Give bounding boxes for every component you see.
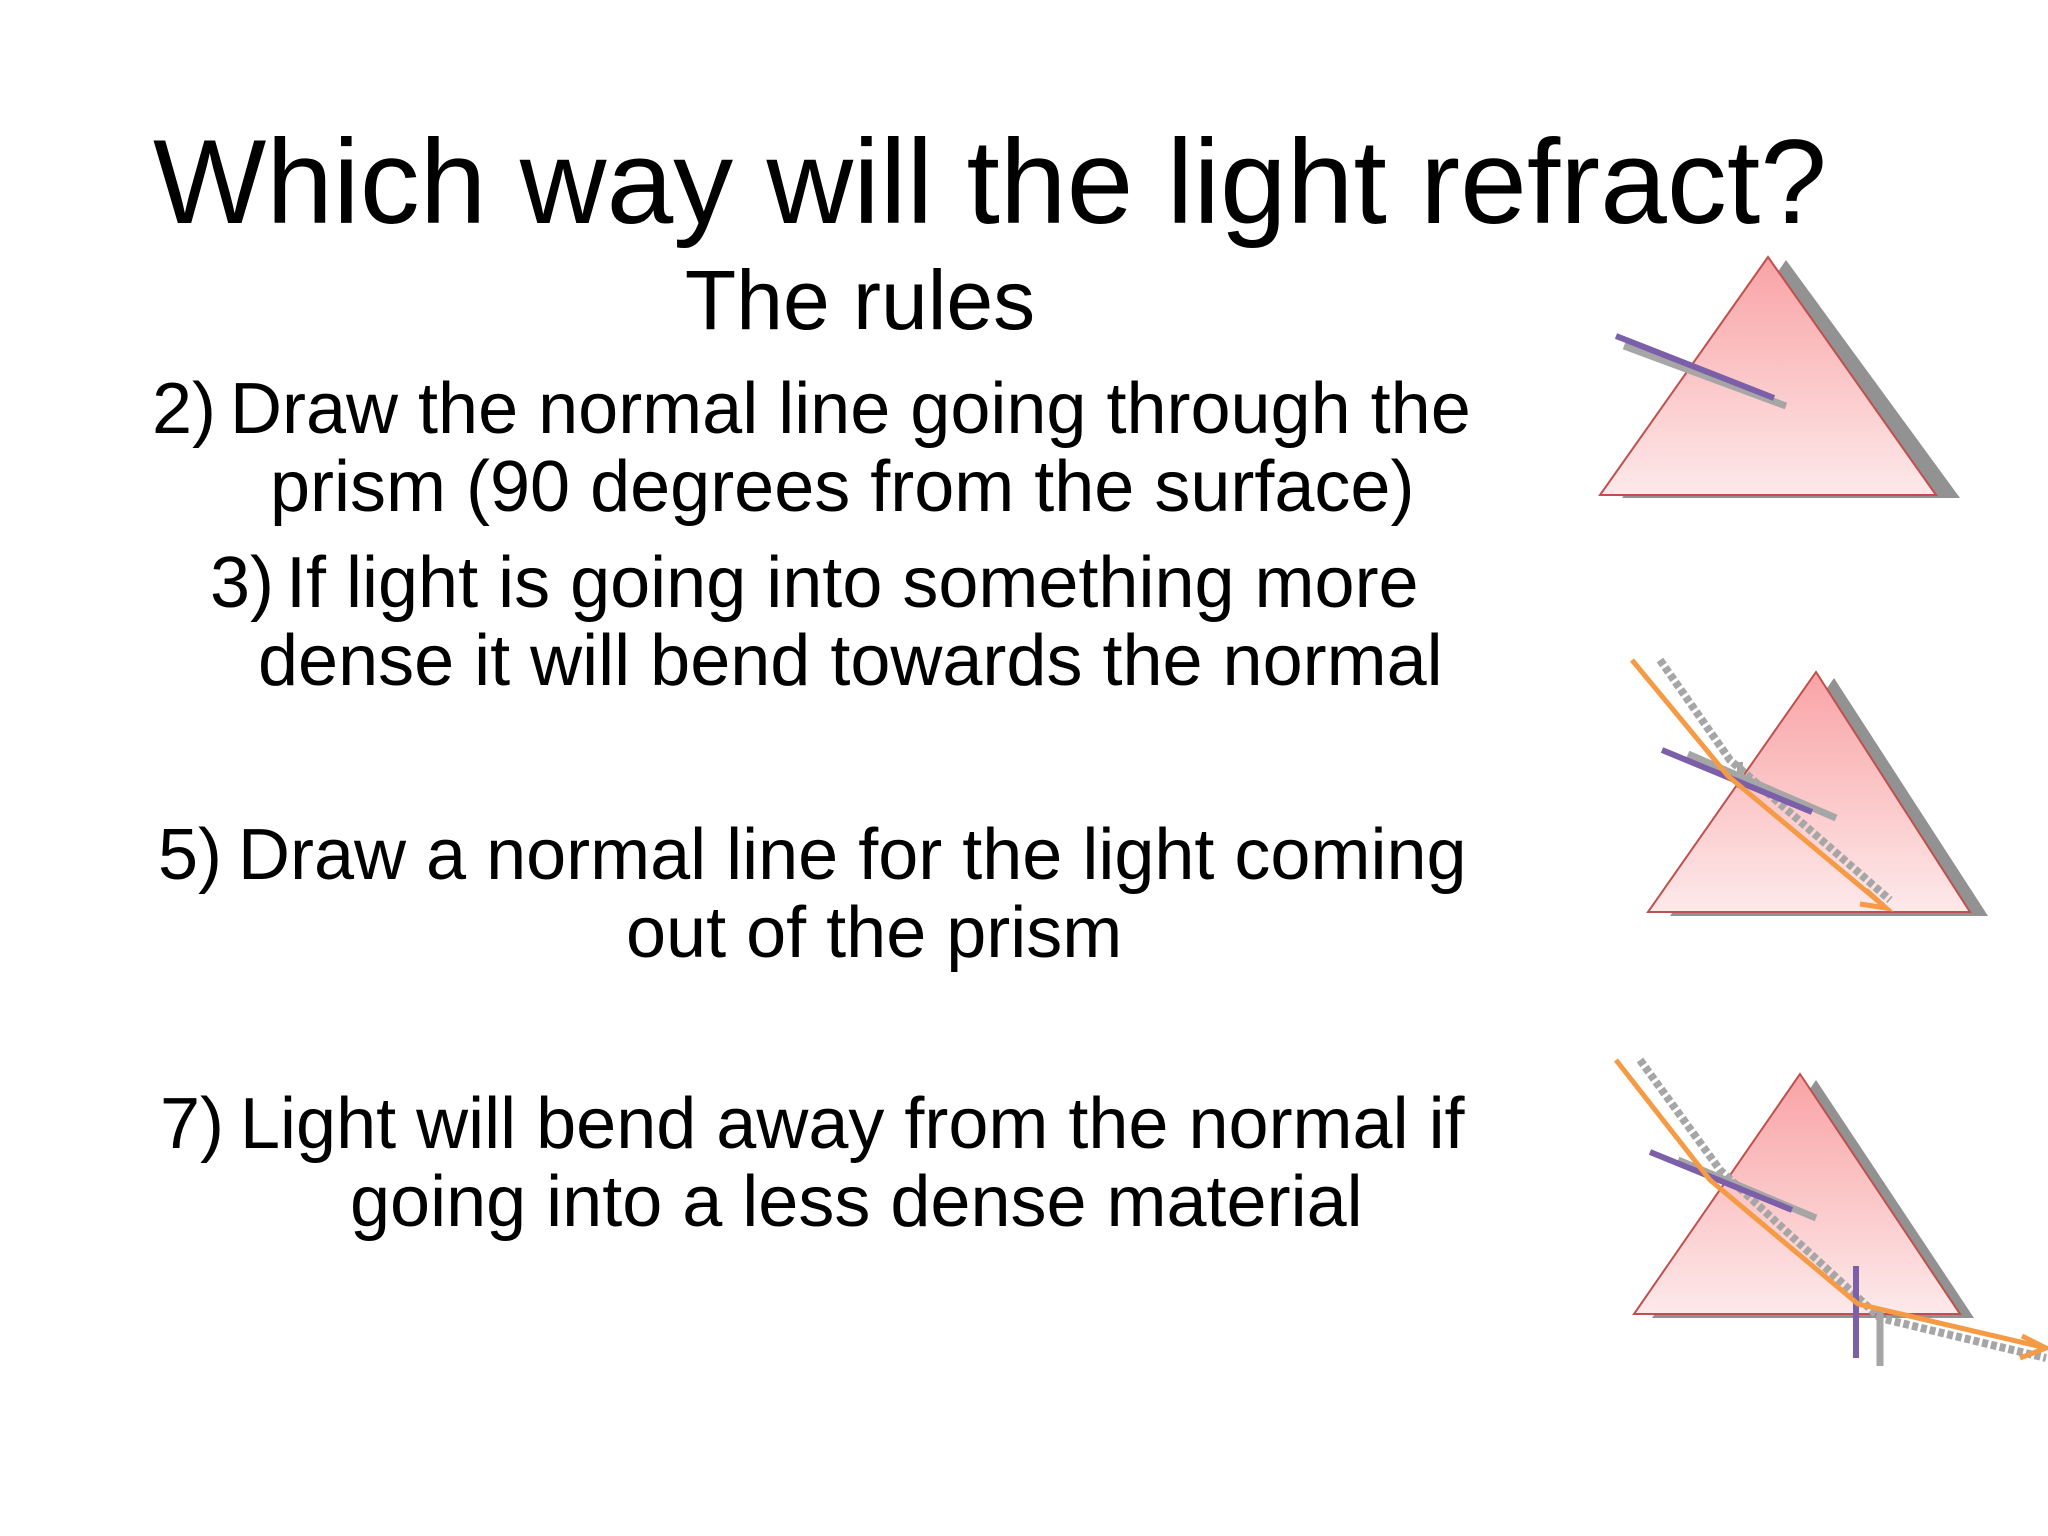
rule-line: prism (90 degrees from the surface) [270,447,1415,527]
ray-arrowhead [2019,1333,2048,1361]
rule-line: Draw the normal line going through the [230,369,1471,449]
normal-shadow [1686,750,1838,822]
rule-line: going into a less dense material [350,1162,1363,1242]
prism-diagrams [1590,240,2048,1390]
rule-line: If light is going into something more [286,543,1419,623]
ray-arrowhead [1859,888,1894,912]
slide-subtitle: The rules [684,253,1036,347]
rule-2: 2) Draw the normal line going through th… [0,370,1600,530]
rule-line: Light will bend away from the normal if [240,1084,1465,1164]
rule-number: 5) [158,815,223,895]
rule-number: 2) [152,369,217,449]
rule-7: 7) Light will bend away from the normal … [0,1085,1600,1245]
normal-line [1614,333,1776,401]
rule-line: out of the prism [626,893,1123,973]
ray-shadow [1636,1057,2047,1362]
rule-number: 7) [160,1084,225,1164]
light-ray [1630,658,1886,908]
rule-5: 5) Draw a normal line for the light comi… [0,816,1600,976]
prism-triangle [1646,670,1972,913]
prism-diagram-step-2 [1598,255,1960,498]
rule-3: 3) If light is going into something more… [0,544,1600,704]
rule-line: dense it will bend towards the normal [258,621,1443,701]
prism-triangle [1632,1072,1962,1315]
ray-shadow [1656,657,1893,904]
light-ray [1614,1058,2047,1351]
rule-line: Draw a normal line for the light coming [238,815,1467,895]
normal-line [1648,1149,1794,1213]
prism-triangle [1598,255,1938,496]
prism-diagram-svg [1598,255,2048,1366]
prism-diagram-step-7 [1614,1057,2048,1366]
prism-diagram-step-3 [1630,657,1988,916]
normal-shadow [1622,342,1788,410]
slide-title: Which way will the light refract? [153,115,1827,249]
rule-number: 3) [210,543,275,623]
